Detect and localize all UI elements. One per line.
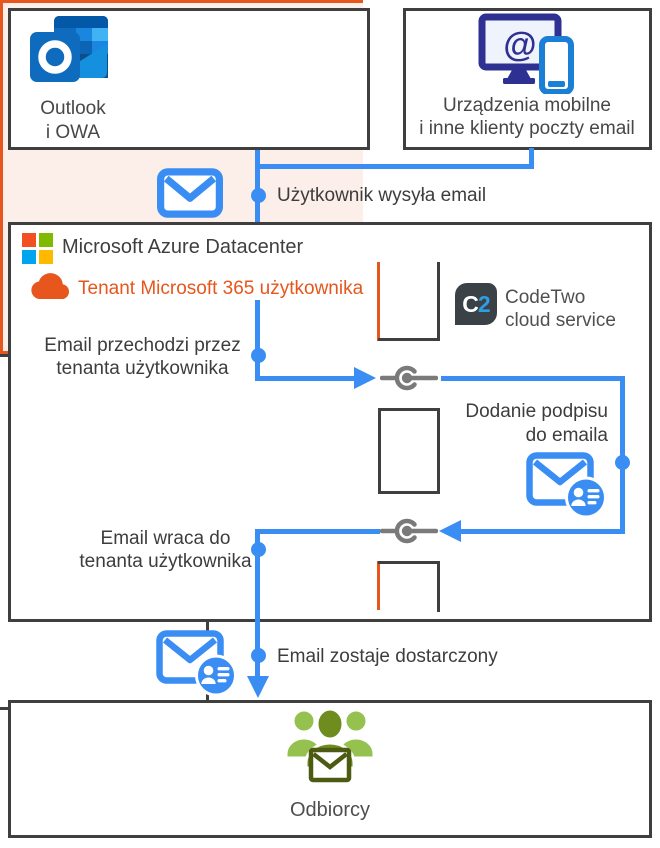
connector-icon-top [380,365,438,391]
envelope-signature-icon [526,452,607,518]
microsoft-logo [39,250,53,264]
connector-slot-box [378,408,440,494]
send-email-label: Użytkownik wysyła email [277,185,487,206]
envelope-icon [157,168,223,218]
tenant-border-segment [377,262,380,341]
slot-divider-top [378,338,440,341]
azure-datacenter-box [8,222,652,622]
codetwo-border-segment [437,561,440,612]
flow-line-segment [441,376,625,381]
flow-line-segment [255,529,380,534]
codetwo-logo-c: C [462,290,479,317]
flow-arrow-right-icon [354,367,376,389]
recipients-label: Odbiorcy [289,799,371,821]
codetwo-name-line2: cloud service [505,310,616,331]
codetwo-border-segment [437,262,440,341]
flow-dot [251,348,266,363]
tenant-pass-line2: tenanta użytkownika [56,358,229,379]
flow-dot [615,455,630,470]
codetwo-logo-2: 2 [477,290,491,317]
flow-line-segment [255,376,356,381]
flow-line-segment [255,300,260,381]
flow-line-segment [529,148,534,169]
deliver-email-label: Email zostaje dostarczony [277,646,498,667]
azure-datacenter-title: Microsoft Azure Datacenter [62,236,304,258]
connector-icon-bottom [380,518,438,544]
mobile-label-line1: Urządzenia mobilne [443,95,611,116]
codetwo-name-line1: CodeTwo [505,287,586,308]
mobile-devices-icon: @ [478,13,574,94]
outlook-label-line1: Outlook [40,98,106,119]
tenant-pass-line1: Email przechodzi przez [44,335,241,356]
tenant-return-label: Email wraca do tenanta użytkownika [48,527,283,573]
tenant-cloud-icon [31,273,69,299]
tenant-title: Tenant Microsoft 365 użytkownika [78,278,364,299]
tenant-return-line2: tenanta użytkownika [79,551,252,572]
recipients-icon [284,707,376,783]
flow-dot [251,188,266,203]
microsoft-logo [22,233,36,247]
outlook-label-line2: i OWA [45,122,101,143]
mobile-devices-label: Urządzenia mobilne i inne klienty poczty… [404,94,650,140]
envelope-signature-icon [156,630,237,696]
signature-label-line2: do emaila [525,425,608,446]
codetwo-name: CodeTwo cloud service [505,286,616,332]
outlook-label: Outlook i OWA [18,97,128,145]
tenant-pass-label: Email przechodzi przez tenanta użytkowni… [25,334,260,380]
microsoft-logo [39,233,53,247]
signature-label-line1: Dodanie podpisu [465,401,608,422]
mobile-label-line2: i inne klienty poczty email [419,118,635,139]
flow-line-segment [255,150,260,222]
flow-arrow-left-icon [439,520,461,542]
slot-divider-bottom [378,561,440,564]
microsoft-logo [22,250,36,264]
flow-arrow-down-icon [247,676,269,698]
flow-line-segment [255,164,534,169]
tenant-border-segment [377,561,380,610]
tenant-return-line1: Email wraca do [100,528,231,549]
outlook-icon [30,16,108,82]
signature-label: Dodanie podpisu do emaila [430,400,608,448]
flow-dot [251,648,266,663]
flow-line-segment [255,529,260,677]
flow-line-segment [459,529,625,534]
svg-text:@: @ [503,26,536,64]
